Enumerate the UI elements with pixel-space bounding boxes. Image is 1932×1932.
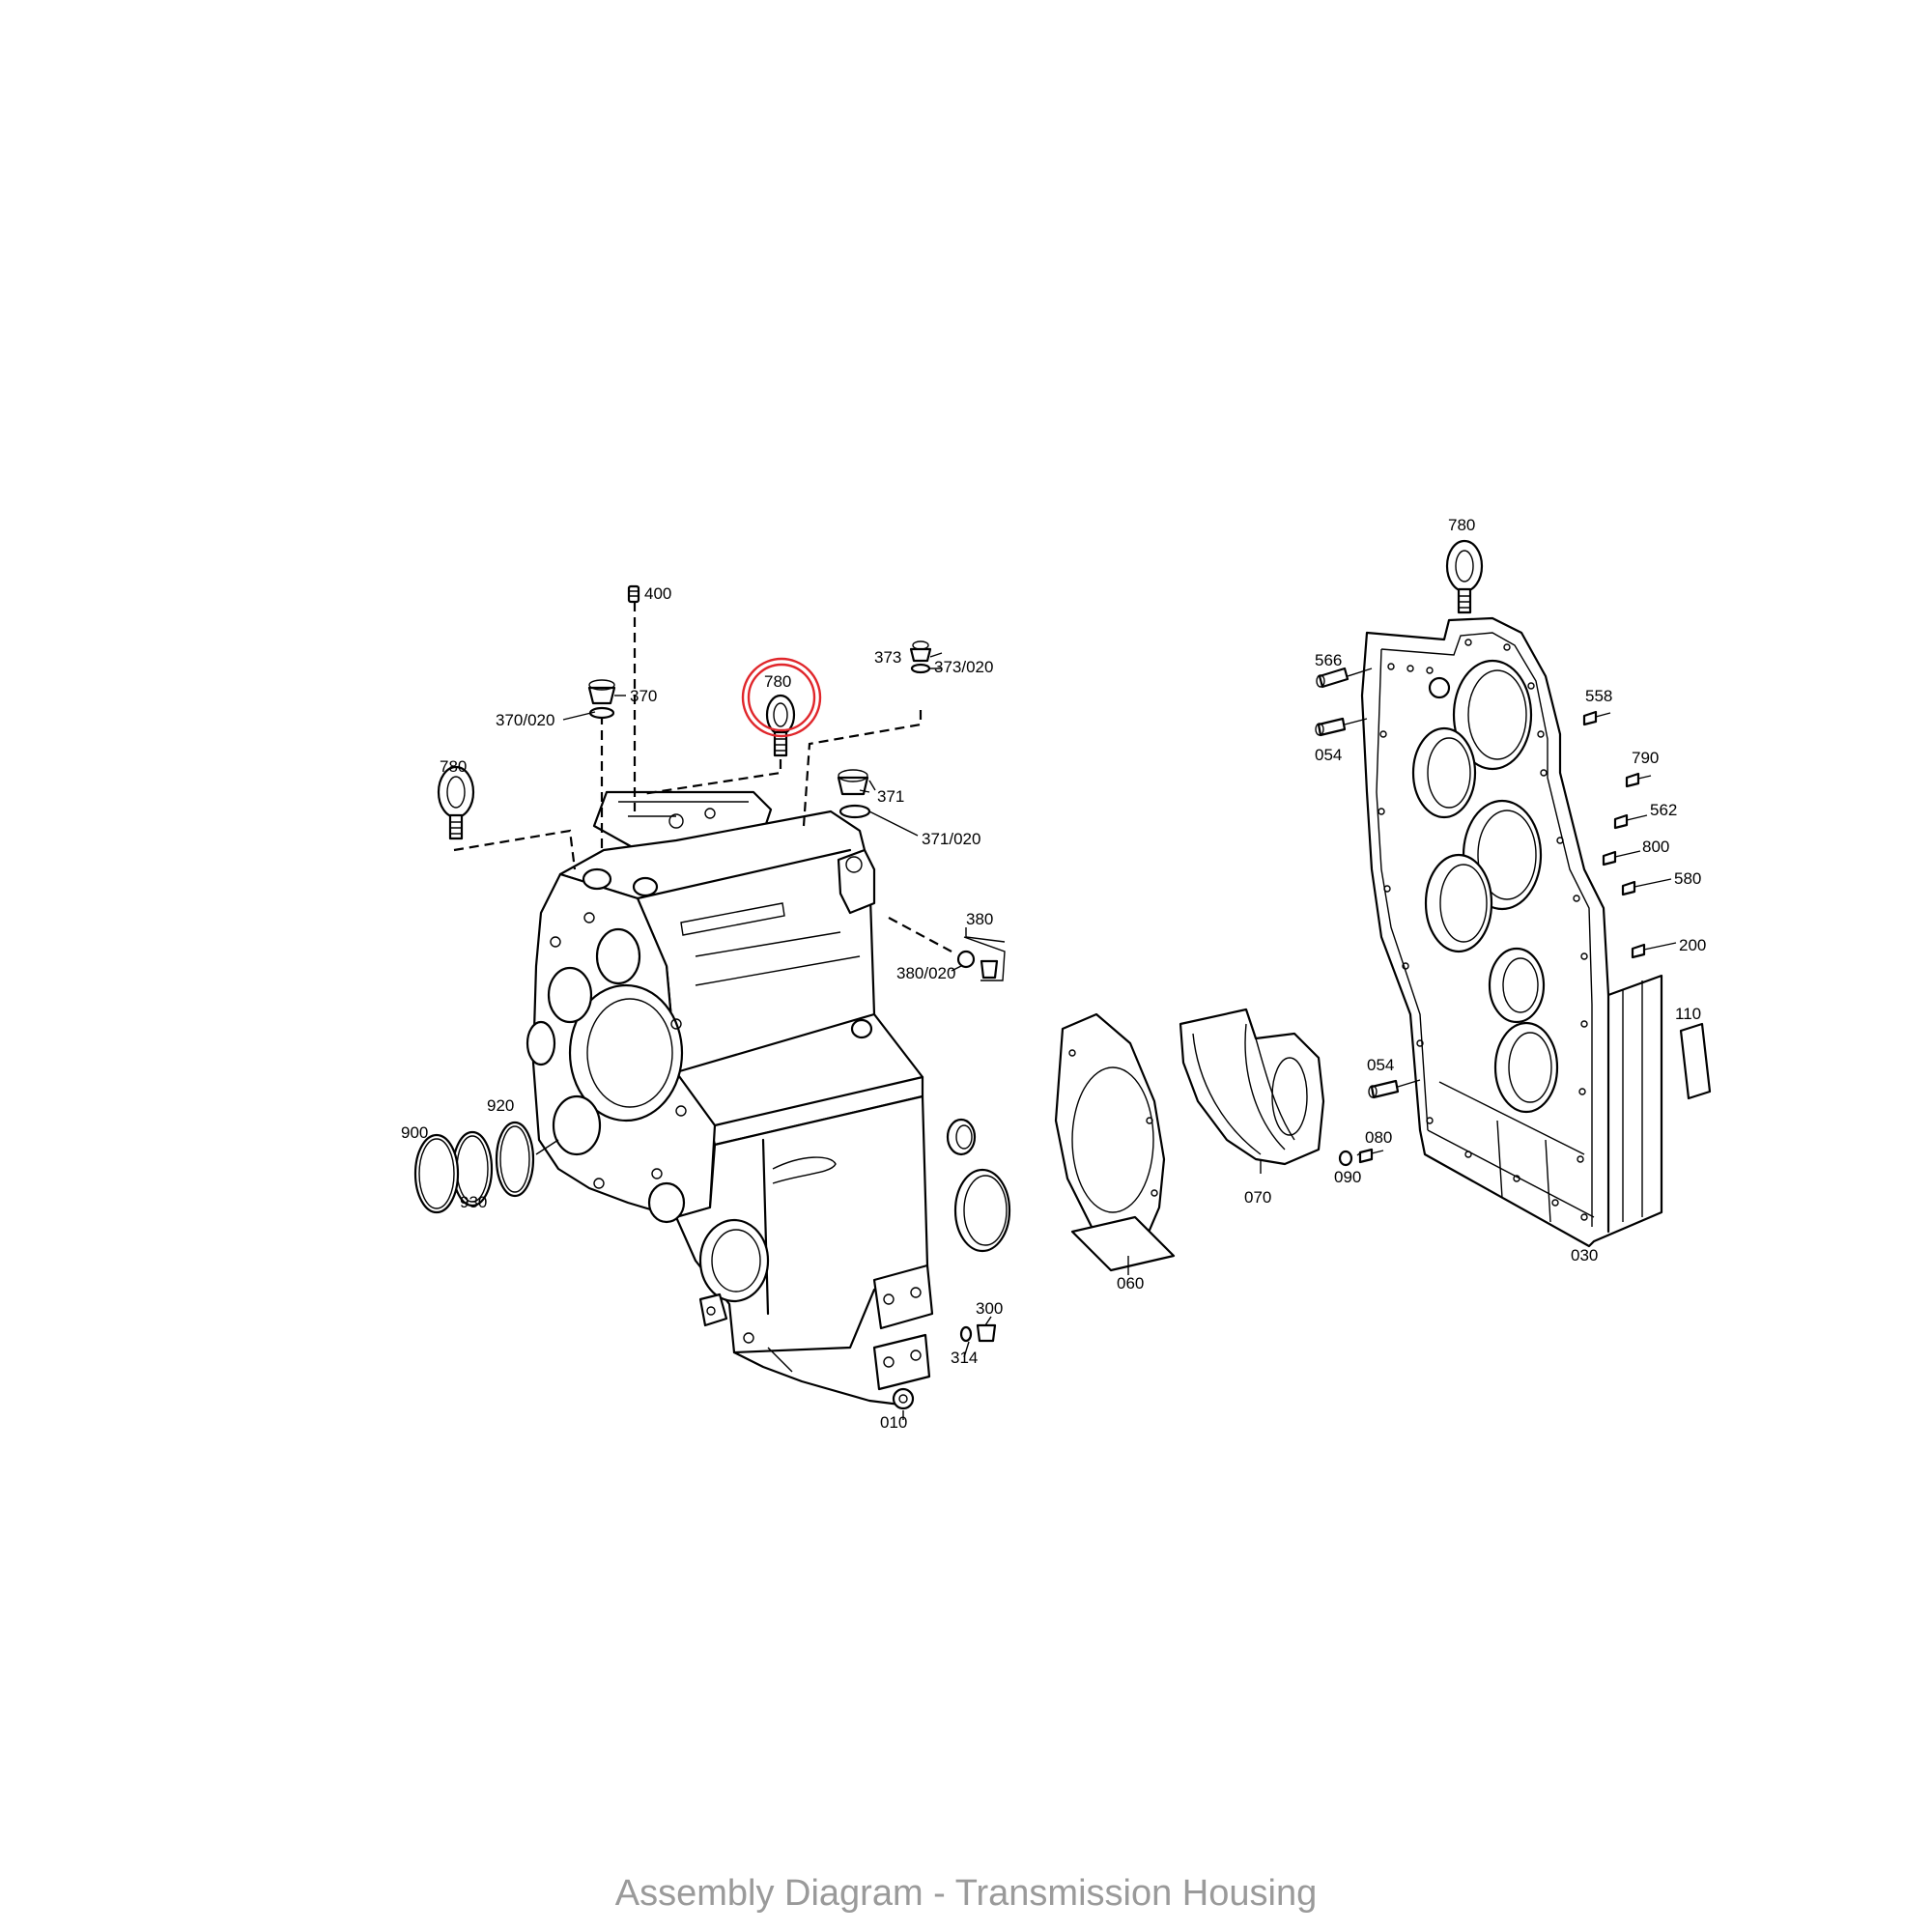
housing-030 (1360, 616, 1663, 1248)
label-790: 790 (1632, 749, 1659, 767)
label-054-top: 054 (1315, 746, 1342, 764)
label-plate-110 (1679, 1022, 1712, 1100)
diagram-caption: Assembly Diagram - Transmission Housing (615, 1873, 1317, 1914)
label-373-020: 373/020 (934, 658, 993, 676)
label-566: 566 (1315, 651, 1342, 669)
label-930: 930 (460, 1193, 487, 1211)
label-800: 800 (1642, 838, 1669, 856)
label-110: 110 (1675, 1005, 1701, 1023)
shield-070 (1179, 1008, 1325, 1174)
label-070: 070 (1244, 1188, 1271, 1207)
housing-010 (526, 790, 934, 1410)
label-780-highlighted: 780 (764, 672, 791, 691)
eyebolt-780-left (437, 765, 475, 840)
label-054-bottom: 054 (1367, 1056, 1394, 1074)
label-920: 920 (487, 1096, 514, 1115)
highlight-circle (741, 657, 822, 738)
label-580: 580 (1674, 869, 1701, 888)
plug-400 (627, 584, 640, 604)
eyebolt-780-right (1445, 539, 1484, 614)
label-060: 060 (1117, 1274, 1144, 1293)
label-780-right: 780 (1448, 516, 1475, 534)
label-030: 030 (1571, 1246, 1598, 1264)
dowels-566-054 (1315, 667, 1421, 1099)
part-labels: 400 370 370/020 780 373 373/020 780 371 … (401, 516, 1706, 1432)
eyebolt-780-highlighted (765, 694, 796, 757)
label-380-020: 380/020 (896, 964, 955, 982)
plug-370 (587, 679, 616, 720)
label-562: 562 (1650, 801, 1677, 819)
plug-300-seal-314 (959, 1323, 997, 1343)
plate-060 (1054, 1012, 1176, 1275)
plug-373 (909, 640, 932, 674)
label-900: 900 (401, 1123, 428, 1142)
label-010: 010 (880, 1413, 907, 1432)
label-090: 090 (1334, 1168, 1361, 1186)
label-400: 400 (644, 584, 671, 603)
label-558: 558 (1585, 687, 1612, 705)
label-371: 371 (877, 787, 904, 806)
bearing-caps (946, 1118, 1011, 1253)
label-370: 370 (630, 687, 657, 705)
screw-080-washer-090 (1338, 1148, 1384, 1167)
plug-380 (956, 936, 1006, 981)
label-371-020: 371/020 (922, 830, 980, 848)
rings-900-930-920 (413, 1121, 559, 1214)
label-780-left: 780 (440, 757, 467, 776)
label-200: 200 (1679, 936, 1706, 954)
label-370-020: 370/020 (496, 711, 554, 729)
label-080: 080 (1365, 1128, 1392, 1147)
screws-558-200 (1582, 710, 1677, 959)
leader-lines (562, 652, 1363, 1420)
label-380: 380 (966, 910, 993, 928)
label-300: 300 (976, 1299, 1003, 1318)
plug-371 (837, 769, 871, 819)
label-373: 373 (874, 648, 901, 667)
label-314: 314 (951, 1349, 978, 1367)
